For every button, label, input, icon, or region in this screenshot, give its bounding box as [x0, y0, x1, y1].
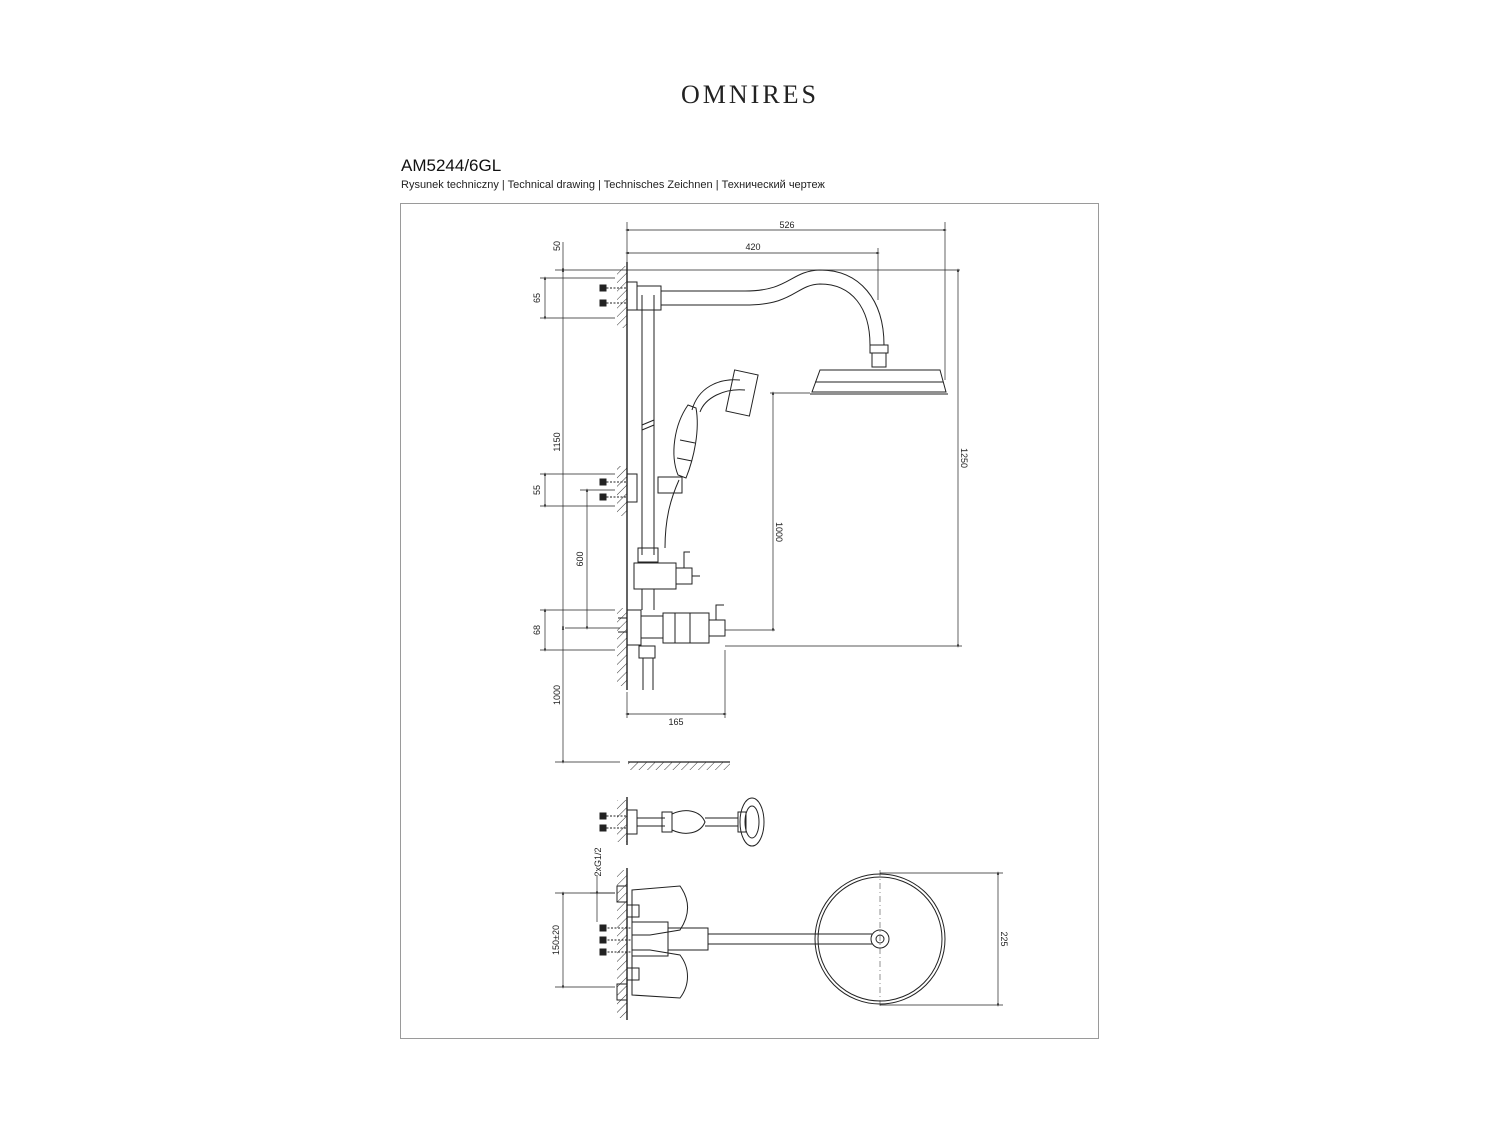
- front-view: [599, 262, 948, 770]
- dim-165: 165: [668, 717, 683, 727]
- dimension-labels: 526 420 50 65 1150 55 600 68 1000 1000 1…: [532, 220, 1009, 955]
- brand-logo: OMNIRES: [680, 80, 819, 109]
- dim-50: 50: [552, 241, 562, 251]
- mixer-body: [618, 604, 726, 690]
- wall-hatch: [617, 800, 627, 842]
- top-view-dimension-lines: [555, 871, 1003, 1007]
- dimension-lines: [540, 222, 962, 764]
- dim-600: 600: [575, 551, 585, 566]
- riser-pipe: [637, 295, 659, 563]
- side-view-hand-shower: [599, 797, 765, 847]
- dim-thread: 2xG1/2: [593, 847, 603, 876]
- wall-hatch: [617, 608, 627, 686]
- drawing-subtitle: Rysunek techniczny | Technical drawing |…: [401, 179, 825, 191]
- dim-1000-head: 1000: [774, 522, 784, 542]
- wall-bracket-top: [599, 281, 638, 311]
- drawing-frame: [400, 203, 1099, 1039]
- dim-65: 65: [532, 293, 542, 303]
- model-number: AM5244/6GL: [401, 156, 502, 175]
- diverter: [633, 551, 700, 610]
- dim-526: 526: [779, 220, 794, 230]
- dim-420: 420: [745, 242, 760, 252]
- dim-68: 68: [532, 625, 542, 635]
- dim-1250: 1250: [959, 448, 969, 468]
- wall-bracket-middle: [599, 473, 638, 503]
- wall-hatch: [617, 466, 627, 516]
- dim-150-20: 150±20: [551, 925, 561, 955]
- hand-shower: [657, 369, 759, 549]
- dim-1150: 1150: [552, 432, 562, 451]
- wall-hatch: [617, 266, 627, 328]
- dim-55: 55: [532, 485, 542, 495]
- wall-hatch: [617, 870, 627, 1018]
- dim-225: 225: [999, 931, 1009, 946]
- dim-1000-floor: 1000: [552, 685, 562, 705]
- overhead-arm: [661, 269, 885, 346]
- t-joint: [636, 285, 662, 311]
- top-view: [599, 868, 946, 1020]
- floor-hatch: [628, 762, 730, 770]
- rain-shower-head: [810, 344, 948, 395]
